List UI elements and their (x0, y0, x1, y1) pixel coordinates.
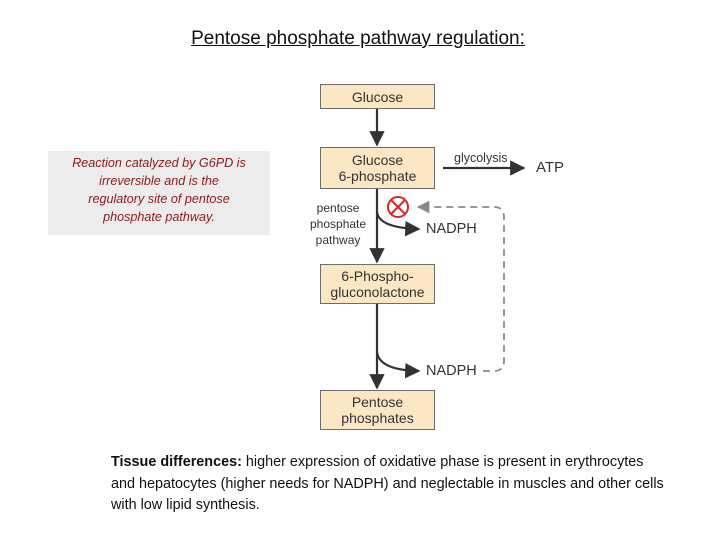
lactone-label-line: gluconolactone (330, 284, 425, 300)
g6p-label-line: Glucose (351, 152, 404, 168)
glucose-label: Glucose (351, 88, 404, 105)
ppp-side-label: pentose phosphate pathway (310, 200, 366, 248)
footer-bold-label: Tissue differences: (111, 454, 242, 470)
tissue-differences-text: Tissue differences: higher expression of… (111, 452, 671, 517)
arrow-nadph-bottom (375, 351, 421, 379)
note-line: phosphate pathway. (103, 210, 215, 224)
atp-label: ATP (536, 159, 565, 176)
pentose-label-line: Pentose (351, 394, 404, 410)
lactone-label-line: 6-Phospho- (341, 268, 414, 284)
footer-body: higher expression of oxidative phase is … (111, 454, 664, 513)
glucose-box: Glucose (320, 84, 435, 109)
note-line: Reaction catalyzed by G6PD is (72, 156, 246, 170)
pentose-label-line: phosphates (341, 410, 414, 426)
note-line: regulatory site of pentose (88, 192, 230, 206)
phosphogluconolactone-box: 6-Phospho- gluconolactone (320, 264, 435, 304)
g6pd-note: Reaction catalyzed by G6PD is irreversib… (48, 151, 270, 235)
note-line: irreversible and is the (99, 174, 219, 188)
inhibition-icon (387, 196, 409, 218)
glycolysis-label: glycolysis (454, 151, 508, 165)
nadph-bottom-label: NADPH (426, 363, 477, 379)
page-title: Pentose phosphate pathway regulation: (191, 28, 525, 49)
ppp-label-line: pathway (315, 233, 361, 247)
arrow-nadph-top (375, 211, 421, 237)
pentose-phosphates-box: Pentose phosphates (320, 390, 435, 430)
g6p-label-line: 6-phosphate (338, 168, 417, 184)
feedback-dashed-arrow (416, 200, 505, 372)
nadph-top-label: NADPH (426, 221, 477, 237)
ppp-label-line: phosphate (310, 217, 367, 231)
ppp-label-line: pentose (316, 201, 360, 215)
glucose-6-phosphate-box: Glucose 6-phosphate (320, 147, 435, 189)
